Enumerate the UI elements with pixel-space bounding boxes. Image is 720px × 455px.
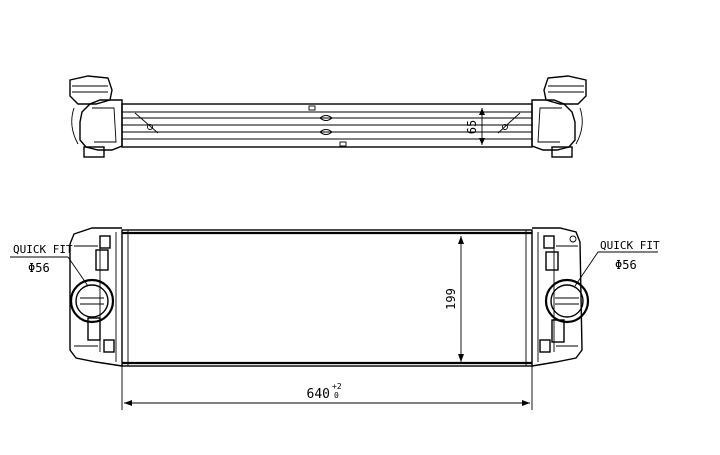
height-dimension-label: 65: [465, 120, 479, 134]
left-callout-diameter: Φ56: [28, 261, 50, 275]
dimension-height-top: 65: [465, 108, 485, 145]
left-quick-fit-callout: QUICK FIT Φ56: [10, 243, 89, 287]
length-tolerance-upper: +2: [332, 382, 342, 391]
left-quick-fit-port: [69, 278, 115, 324]
dimension-core-height: 199: [444, 236, 464, 362]
top-right-tank: [531, 75, 587, 158]
right-quick-fit-port: [544, 278, 590, 324]
right-callout-diameter: Φ56: [615, 258, 637, 272]
front-left-tank: [69, 227, 123, 367]
right-quick-fit-callout: QUICK FIT Φ56: [574, 239, 660, 287]
top-view: 65: [69, 75, 587, 158]
top-left-tank: [69, 75, 123, 158]
front-core-outline: [121, 229, 533, 367]
left-callout-label: QUICK FIT: [13, 243, 73, 256]
length-dimension-label: 640: [307, 387, 330, 402]
core-height-dimension-label: 199: [444, 288, 458, 310]
front-right-tank: [531, 227, 590, 367]
dimension-length: 640 +2 0: [121, 366, 533, 410]
front-view: 199 640 +2 0: [69, 227, 590, 410]
length-tolerance-lower: 0: [334, 391, 339, 400]
right-callout-label: QUICK FIT: [600, 239, 660, 252]
